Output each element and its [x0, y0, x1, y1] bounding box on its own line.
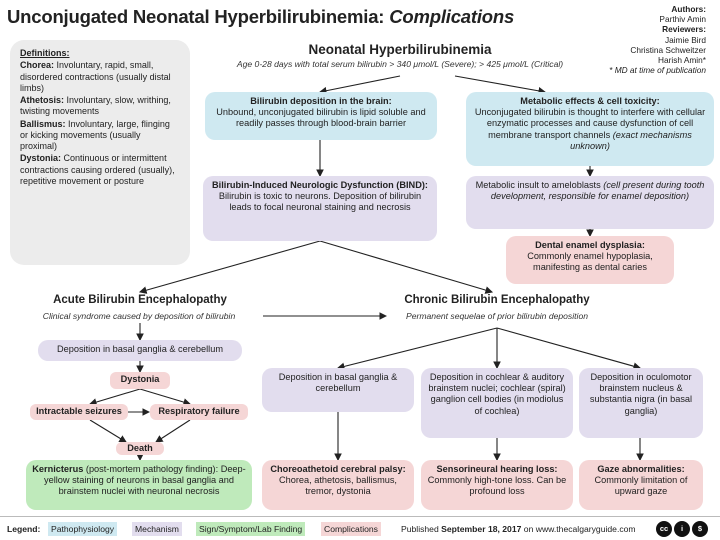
arrow-respiratory-to-death — [155, 419, 191, 443]
reviewers-label: Reviewers: — [662, 24, 706, 35]
box-title: Dental enamel dysplasia: — [535, 240, 645, 250]
chronic-deposition-cochlear: Deposition in cochlear & auditory brains… — [421, 368, 573, 438]
legend-published: Published September 18, 2017 on www.thec… — [398, 522, 639, 536]
legend-label: Legend: — [7, 524, 41, 534]
box-title: Metabolic effects & cell toxicity: — [520, 96, 660, 106]
box-title: Kernicterus — [32, 464, 84, 474]
page-title: Unconjugated Neonatal Hyperbilirubinemia… — [7, 6, 514, 28]
nc-license-icon: $ — [692, 521, 708, 537]
box-text: Unconjugated bilirubin is thought to int… — [472, 107, 708, 152]
definition-term: Ballismus: — [20, 118, 66, 129]
definition-text: Involuntary, rapid, small, disordered co… — [20, 60, 171, 93]
death-box: Death — [116, 442, 164, 455]
box-title: Bilirubin deposition in the brain: — [250, 96, 392, 106]
arrow-seizures-to-death — [89, 419, 127, 443]
page-title-main: Unconjugated Neonatal Hyperbilirubinemia… — [7, 6, 390, 27]
reviewer-name: Christina Schweitzer — [630, 44, 706, 55]
cc-license-icon: cc — [656, 521, 672, 537]
arrow-bind-to-acute — [138, 240, 321, 294]
respiratory-failure-box: Respiratory failure — [150, 404, 248, 420]
acute-deposition-box: Deposition in basal ganglia & cerebellum — [38, 340, 242, 361]
definitions-panel: Definitions: Chorea: Involuntary, rapid,… — [10, 40, 190, 265]
legend-complications: Complications — [321, 522, 381, 536]
box-metabolic-effects: Metabolic effects & cell toxicity: Uncon… — [466, 92, 714, 166]
definition-athetosis: Athetosis: Involuntary, slow, writhing, … — [20, 95, 180, 118]
arrow-top-to-deposition — [318, 75, 401, 95]
box-ameloblasts: Metabolic insult to ameloblasts (cell pr… — [466, 176, 714, 229]
box-text: (post-mortem pathology finding): Deep-ye… — [43, 464, 246, 497]
chronic-deposition-oculomotor: Deposition in oculomotor brainstem nucle… — [579, 368, 703, 438]
by-license-icon: i — [674, 521, 690, 537]
arrow-dystonia-to-seizures — [88, 388, 141, 406]
published-site: on www.thecalgaryguide.com — [521, 524, 636, 534]
authors-block: Authors: Parthiv Amin Reviewers: Jaimie … — [566, 4, 706, 75]
definition-term: Chorea: — [20, 60, 55, 71]
box-dental-enamel: Dental enamel dysplasia: Commonly enamel… — [506, 236, 674, 284]
chronic-deposition-basal-ganglia: Deposition in basal ganglia & cerebellum — [262, 368, 414, 412]
arrow-dystonia-to-respiratory — [139, 388, 192, 406]
top-heading: Neonatal Hyperbilirubinemia — [308, 42, 492, 57]
cerebral-palsy-box: Choreoathetoid cerebral palsy: Chorea, a… — [262, 460, 414, 510]
box-bind: Bilirubin-Induced Neurologic Dysfunction… — [203, 176, 437, 241]
published-date: September 18, 2017 — [441, 524, 522, 534]
box-text-italic: (cell present during tooth development, … — [490, 180, 705, 202]
box-title: Gaze abnormalities: — [597, 464, 685, 474]
box-title: Choreoathetoid cerebral palsy: — [270, 464, 406, 474]
box-text: Chorea, athetosis, ballismus, tremor, dy… — [279, 475, 397, 497]
top-subheading: Age 0-28 days with total serum bilirubin… — [236, 59, 564, 69]
legend-sign-symptom: Sign/Symptom/Lab Finding — [196, 522, 306, 536]
definitions-heading: Definitions: — [20, 48, 70, 58]
definition-text: Involuntary, large, flinging or kicking … — [20, 118, 170, 152]
acute-subheading: Clinical syndrome caused by deposition o… — [42, 311, 236, 321]
definition-text: Continuous or intermittent contractions … — [20, 153, 175, 186]
authors-label: Authors: — [671, 4, 706, 14]
dystonia-box: Dystonia — [110, 372, 170, 389]
seizures-box: Intractable seizures — [30, 404, 128, 420]
box-text: Unbound, unconjugated bilirubin is lipid… — [216, 107, 426, 129]
reviewer-name: Harish Amin* — [658, 55, 706, 66]
hearing-loss-box: Sensorineural hearing loss: Commonly hig… — [421, 460, 573, 510]
arrow-top-to-metabolic — [454, 75, 547, 95]
box-deposition-brain: Bilirubin deposition in the brain: Unbou… — [205, 92, 437, 140]
definition-dystonia: Dystonia: Continuous or intermittent con… — [20, 153, 180, 187]
box-text-main: Metabolic insult to ameloblasts — [475, 180, 604, 190]
published-prefix: Published — [401, 524, 442, 534]
legend-bar: Legend: Pathophysiology Mechanism Sign/S… — [0, 516, 720, 540]
box-title: Bilirubin-Induced Neurologic Dysfunction… — [212, 180, 428, 190]
acute-heading: Acute Bilirubin Encephalopathy — [53, 294, 227, 306]
box-text-main: Unconjugated bilirubin is thought to int… — [474, 107, 706, 140]
box-text: Commonly enamel hypoplasia, manifesting … — [527, 251, 653, 273]
author-name: Parthiv Amin — [659, 14, 706, 25]
arrow-chronic-to-dep1 — [336, 327, 498, 371]
kernicterus-box: Kernicterus (post-mortem pathology findi… — [26, 460, 252, 510]
legend-mechanism: Mechanism — [132, 522, 182, 536]
definition-ballismus: Ballismus: Involuntary, large, flinging … — [20, 119, 180, 153]
definition-chorea: Chorea: Involuntary, rapid, small, disor… — [20, 60, 180, 94]
chronic-subheading: Permanent sequelae of prior bilirubin de… — [405, 311, 588, 321]
arrow-chronic-to-dep3 — [496, 327, 642, 370]
gaze-abnormalities-box: Gaze abnormalities: Commonly limitation … — [579, 460, 703, 510]
definition-term: Athetosis: — [20, 95, 65, 105]
box-text: Bilirubin is toxic to neurons. Depositio… — [218, 191, 422, 213]
page-title-italic: Complications — [389, 6, 515, 27]
arrow-bind-to-chronic — [319, 240, 494, 294]
chronic-heading: Chronic Bilirubin Encephalopathy — [404, 294, 590, 306]
box-text: Commonly high-tone loss. Can be profound… — [427, 475, 567, 497]
authors-note: * MD at time of publication — [609, 65, 706, 76]
legend-pathophysiology: Pathophysiology — [48, 522, 118, 536]
definition-term: Dystonia: — [20, 153, 62, 164]
reviewer-name: Jaimie Bird — [664, 34, 706, 45]
box-title: Sensorineural hearing loss: — [436, 464, 558, 474]
definition-text: Involuntary, slow, writhing, twisting mo… — [20, 95, 171, 117]
box-text: Commonly limitation of upward gaze — [594, 475, 688, 497]
box-text-italic: (exact mechanisms unknown) — [570, 129, 692, 151]
